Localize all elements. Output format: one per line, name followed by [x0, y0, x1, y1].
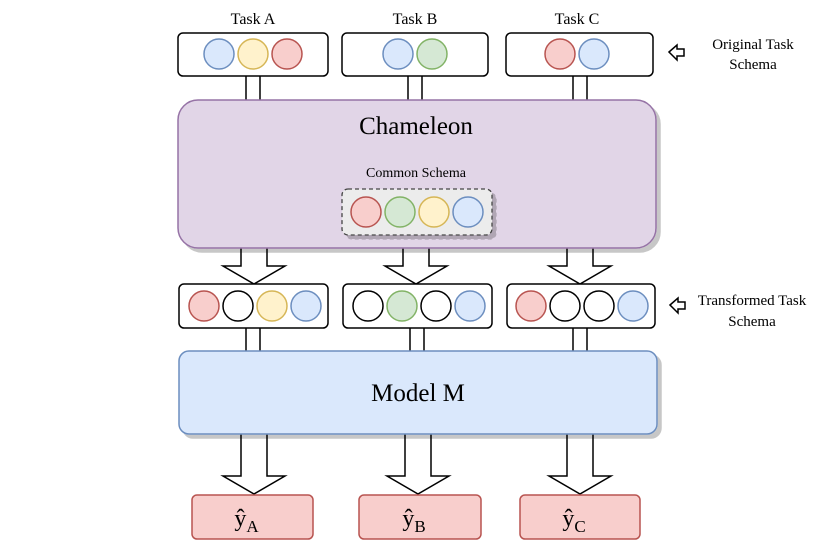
chameleon-output-arrow-0 [220, 243, 288, 285]
model-output-arrow-1 [384, 431, 452, 495]
task-b-label: Task B [393, 11, 438, 28]
output-symbol: ŷ [562, 506, 574, 532]
task-b-schema-box [341, 32, 489, 77]
left-arrow-icon [668, 296, 686, 315]
transformed-slot-red [515, 290, 547, 322]
transformed-schema-annotation: Transformed Task Schema [668, 293, 807, 330]
task-slot-red [544, 38, 576, 70]
transformed-schema-label-line1: Transformed Task [698, 293, 807, 309]
task-slot-blue [578, 38, 610, 70]
transformed-slot-empty [549, 290, 581, 322]
schema-to-model-link-2 [572, 325, 588, 354]
task-a-label: Task A [231, 11, 276, 28]
output-symbol: ŷ [234, 506, 246, 532]
task-slot-blue [382, 38, 414, 70]
common-schema-box [341, 188, 493, 236]
task-to-chameleon-link-1 [407, 73, 423, 103]
common-slot-yellow [418, 196, 450, 228]
chameleon-output-arrow-1 [382, 243, 450, 285]
common-slot-blue [452, 196, 484, 228]
task-slot-blue [203, 38, 235, 70]
chameleon-title: Chameleon [359, 113, 473, 140]
output-symbol: ŷ [402, 506, 414, 532]
chameleon-block [177, 99, 657, 249]
transformed-c-box [506, 283, 656, 329]
common-schema-slots [350, 196, 484, 228]
task-slot-yellow [237, 38, 269, 70]
transformed-slot-empty [583, 290, 615, 322]
model-output-arrow-2 [546, 431, 614, 495]
common-schema-label: Common Schema [366, 166, 467, 181]
output-box [519, 494, 641, 540]
schema-to-model-link-0 [245, 325, 261, 354]
output-label: ŷC [562, 506, 585, 536]
task-c-label: Task C [555, 11, 600, 28]
output-subscript: A [246, 517, 259, 536]
schema-to-model-link-1 [409, 325, 425, 354]
transformed-slot-green [386, 290, 418, 322]
common-slot-red [350, 196, 382, 228]
output-box [358, 494, 482, 540]
transformed-slot-red [188, 290, 220, 322]
original-schema-annotation: Original Task Schema [667, 37, 794, 73]
transformed-slot-empty [352, 290, 384, 322]
transformed-slot-yellow [256, 290, 288, 322]
task-to-chameleon-link-2 [572, 73, 588, 103]
transformed-slot-blue [290, 290, 322, 322]
original-schema-label-line1: Original Task [712, 37, 794, 53]
output-subscript: C [574, 517, 585, 536]
transformed-schema-label-line2: Schema [728, 314, 776, 330]
original-schema-slots [203, 38, 610, 70]
chameleon-output-arrow-2 [546, 243, 614, 285]
model-title: Model M [371, 380, 465, 407]
transformed-slot-empty [222, 290, 254, 322]
transformed-slot-empty [420, 290, 452, 322]
common-slot-green [384, 196, 416, 228]
connector-layer [220, 73, 614, 495]
transformed-slot-blue [617, 290, 649, 322]
task-slot-red [271, 38, 303, 70]
left-arrow-icon [667, 43, 685, 62]
original-schema-label-line2: Schema [729, 57, 777, 73]
output-label: ŷB [402, 506, 425, 536]
transformed-slot-blue [454, 290, 486, 322]
output-box [191, 494, 314, 540]
output-subscript: B [414, 517, 425, 536]
task-to-chameleon-link-0 [245, 73, 261, 103]
task-slot-green [416, 38, 448, 70]
transformed-schema-slots [188, 290, 649, 322]
model-block [178, 350, 658, 435]
model-output-arrow-0 [220, 431, 288, 495]
output-label: ŷA [234, 506, 259, 536]
